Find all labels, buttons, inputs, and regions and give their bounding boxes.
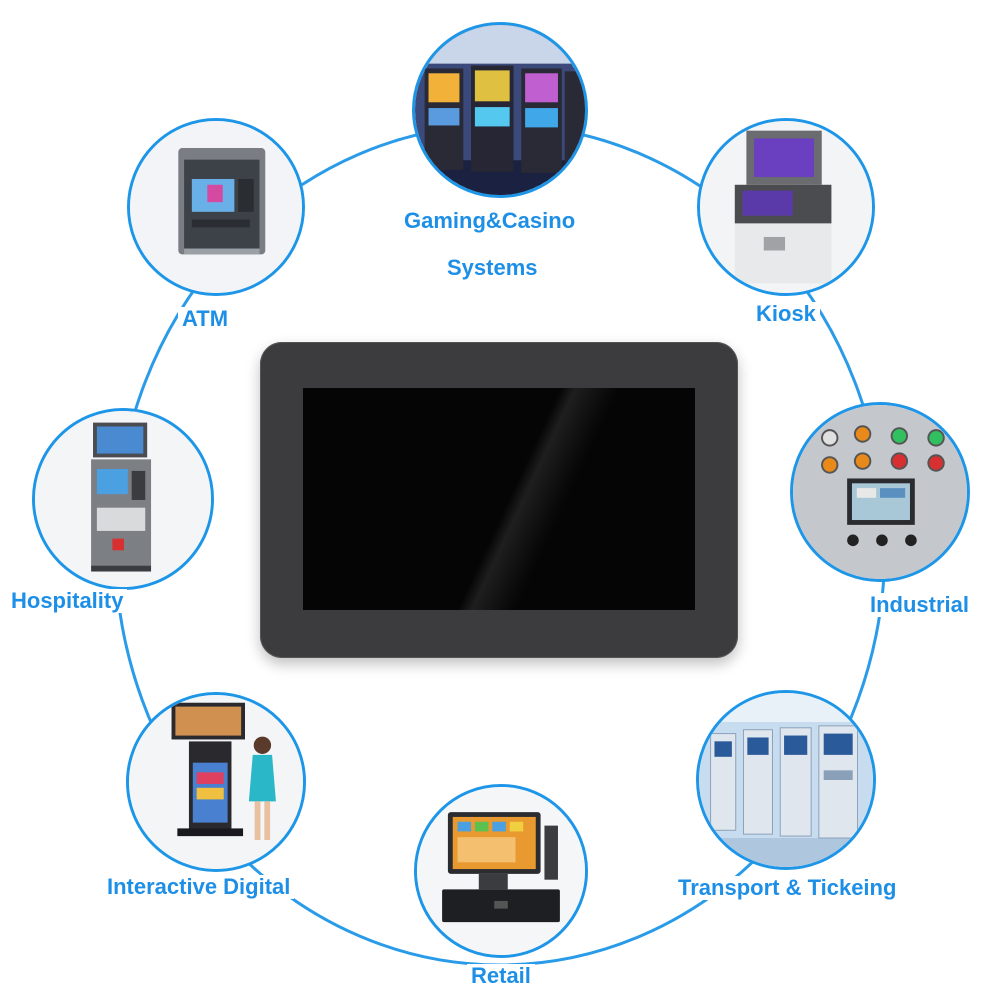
gaming-casino-label-line1: Gaming&Casino <box>400 208 580 234</box>
atm-icon <box>130 121 302 293</box>
monitor-screen <box>303 388 695 610</box>
kiosk-node <box>697 118 875 296</box>
atm-node <box>127 118 305 296</box>
screen-glare <box>303 388 695 610</box>
slot-machine-icon <box>415 25 585 195</box>
interactive-digital-node <box>126 692 306 872</box>
kiosk-label: Kiosk <box>752 301 820 327</box>
digital-signage-icon <box>129 695 303 869</box>
industrial-label: Industrial <box>866 592 974 618</box>
retail-node <box>414 784 588 958</box>
retail-label: Retail <box>467 963 535 989</box>
pos-terminal-icon <box>417 787 585 955</box>
atm-label: ATM <box>178 306 233 332</box>
kiosk-icon <box>700 121 872 293</box>
industrial-node <box>790 402 970 582</box>
transport-ticketing-label: Transport & Tickeing <box>674 875 901 901</box>
self-service-terminal-icon <box>35 411 211 587</box>
hospitality-label: Hospitality <box>7 588 128 614</box>
transport-ticketing-node <box>696 690 876 870</box>
interactive-digital-label: Interactive Digital <box>103 874 295 900</box>
gaming-casino-label-line2: Systems <box>443 255 542 281</box>
hospitality-node <box>32 408 214 590</box>
ticket-machine-icon <box>699 693 873 867</box>
control-panel-icon <box>793 405 967 579</box>
central-monitor <box>260 342 738 658</box>
gaming-casino-node <box>412 22 588 198</box>
